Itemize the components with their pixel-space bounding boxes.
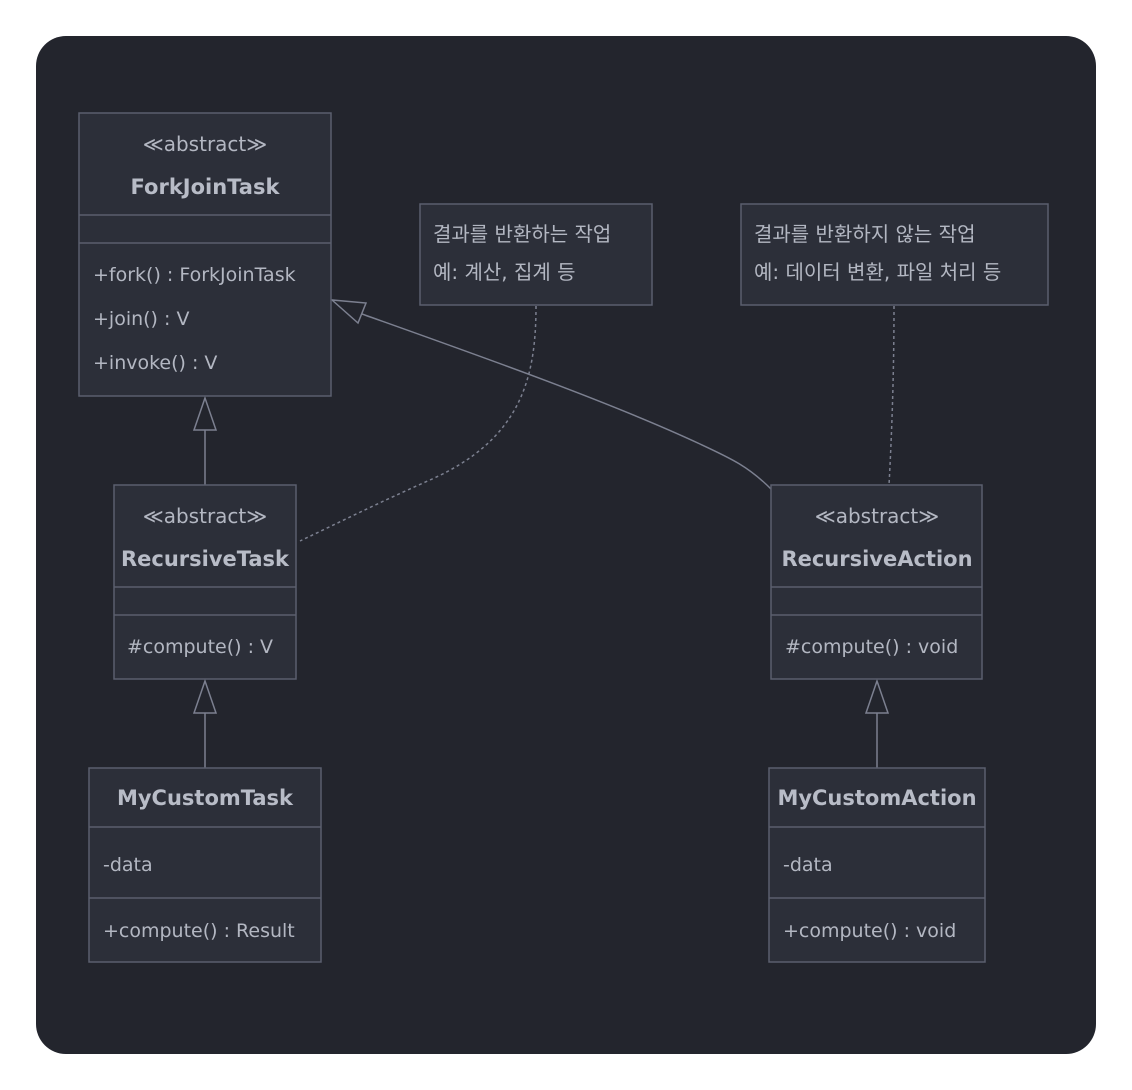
- note-link-recursiveaction: [888, 305, 895, 486]
- inheritance-arrow-icon: [192, 395, 218, 431]
- class-name: ForkJoinTask: [131, 175, 281, 199]
- inheritance-arrow-icon: [329, 299, 368, 325]
- class-method: +compute() : void: [783, 920, 956, 942]
- class-method: +compute() : Result: [103, 920, 295, 942]
- class-name: MyCustomAction: [777, 786, 976, 810]
- note-line: 결과를 반환하지 않는 작업: [754, 222, 975, 246]
- class-stereotype: ≪abstract≫: [815, 504, 939, 528]
- class-forkjointask: ≪abstract≫ ForkJoinTask +fork() : ForkJo…: [78, 112, 332, 397]
- class-attribute: -data: [783, 854, 833, 876]
- class-method: +invoke() : V: [93, 352, 217, 374]
- class-stereotype: ≪abstract≫: [143, 504, 267, 528]
- note-line: 예: 데이터 변환, 파일 처리 등: [754, 260, 1001, 284]
- class-mycustomaction: MyCustomAction -data +compute() : void: [768, 767, 986, 963]
- note-link-recursivetask: [299, 305, 537, 542]
- class-mycustomtask: MyCustomTask -data +compute() : Result: [88, 767, 322, 963]
- edge-recursiveaction-to-forkjointask: [361, 313, 772, 490]
- class-name: RecursiveTask: [121, 547, 290, 571]
- inheritance-arrow-icon: [864, 678, 890, 714]
- class-stereotype: ≪abstract≫: [143, 132, 267, 156]
- inheritance-arrow-icon: [192, 678, 218, 714]
- note-recursiveaction: 결과를 반환하지 않는 작업 예: 데이터 변환, 파일 처리 등: [740, 203, 1049, 306]
- class-name: MyCustomTask: [117, 786, 294, 810]
- class-recursiveaction: ≪abstract≫ RecursiveAction #compute() : …: [770, 484, 983, 680]
- note-line: 예: 계산, 집계 등: [433, 260, 576, 284]
- class-attribute: -data: [103, 854, 153, 876]
- note-recursivetask: 결과를 반환하는 작업 예: 계산, 집계 등: [419, 203, 653, 306]
- note-line: 결과를 반환하는 작업: [433, 222, 611, 246]
- class-method: +join() : V: [93, 308, 189, 330]
- class-name: RecursiveAction: [781, 547, 972, 571]
- class-method: +fork() : ForkJoinTask: [93, 264, 296, 286]
- class-method: #compute() : void: [785, 636, 958, 658]
- class-method: #compute() : V: [127, 636, 273, 658]
- class-recursivetask: ≪abstract≫ RecursiveTask #compute() : V: [113, 484, 297, 680]
